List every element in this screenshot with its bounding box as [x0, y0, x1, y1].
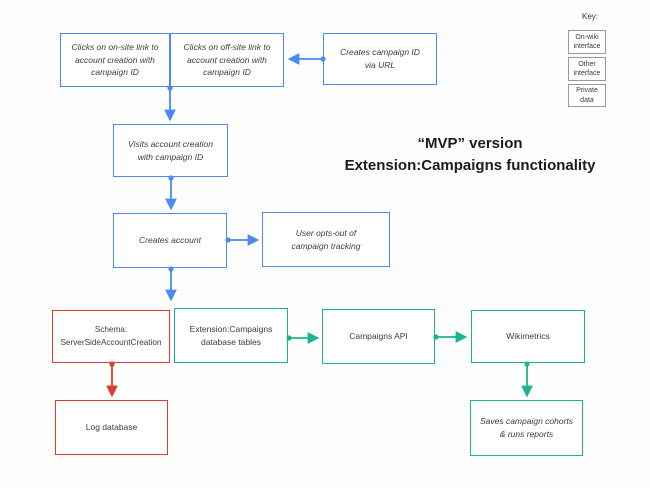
arrow-wikimetrics-to-saves-cohorts: [521, 361, 533, 398]
key-item-label: On-wiki interface: [573, 33, 601, 50]
key-item-on-wiki-interface: On-wiki interface: [568, 30, 606, 54]
node-clicks-onsite-link: Clicks on on-site link to account creati…: [60, 33, 170, 87]
node-extension-campaigns-database-tables: Extension:Campaigns database tables: [174, 308, 288, 363]
diagram-title: “MVP” version Extension:Campaigns functi…: [340, 133, 600, 177]
node-schema-serverside-account-creation: Schema: ServerSideAccountCreation: [52, 310, 170, 363]
arrow-schema-to-log-database: [106, 361, 118, 398]
node-label: Clicks on on-site link to account creati…: [71, 41, 159, 78]
node-label: Clicks on off-site link to account creat…: [183, 41, 271, 78]
node-wikimetrics: Wikimetrics: [471, 310, 585, 363]
node-creates-account: Creates account: [113, 213, 227, 268]
node-visits-account-creation: Visits account creation with campaign ID: [113, 124, 228, 177]
key-item-label: Other interface: [573, 60, 601, 77]
key-item-private-data: Private data: [568, 84, 606, 107]
diagram-title-line1: “MVP” version: [417, 135, 523, 152]
arrow-creates-campaign-to-offsite-link: [287, 53, 326, 65]
node-label: Wikimetrics: [506, 331, 550, 342]
node-label: Creates campaign ID via URL: [340, 47, 420, 70]
node-clicks-offsite-link: Clicks on off-site link to account creat…: [170, 33, 284, 87]
diagram-title-line2: Extension:Campaigns functionality: [344, 156, 596, 174]
node-campaigns-api: Campaigns API: [322, 309, 435, 364]
node-saves-campaign-cohorts: Saves campaign cohorts & runs reports: [470, 400, 583, 456]
node-label: User opts-out of campaign tracking: [291, 227, 361, 251]
key-label: Key:: [581, 12, 598, 21]
key-item-other-interface: Other interface: [568, 57, 606, 81]
node-creates-campaign-id: Creates campaign ID via URL: [323, 33, 437, 85]
arrow-extension-tables-to-campaigns-api: [286, 332, 320, 344]
node-label: Extension:Campaigns database tables: [189, 323, 273, 347]
arrow-creates-account-to-opts-out: [225, 234, 260, 246]
key-item-label: Private data: [576, 87, 598, 104]
node-label: Log database: [85, 422, 138, 433]
node-label: Campaigns API: [349, 331, 408, 342]
node-label: Schema: ServerSideAccountCreation: [60, 325, 162, 347]
arrow-visits-to-creates-account: [165, 175, 177, 211]
arrow-links-to-visits-account-creation: [164, 85, 176, 122]
node-label: Saves campaign cohorts & runs reports: [479, 416, 574, 439]
node-label: Creates account: [139, 235, 201, 246]
node-log-database: Log database: [55, 400, 168, 455]
node-user-opts-out: User opts-out of campaign tracking: [262, 212, 390, 267]
arrow-creates-account-to-schema-extension: [165, 266, 177, 302]
node-label: Visits account creation with campaign ID: [128, 138, 213, 162]
arrow-campaigns-api-to-wikimetrics: [433, 331, 468, 343]
